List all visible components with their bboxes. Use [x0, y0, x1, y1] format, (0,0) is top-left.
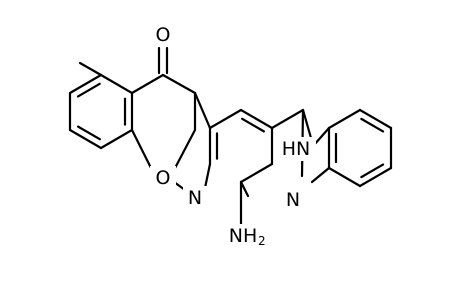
- pyridine-nitrogen-bg: [183, 186, 207, 210]
- bond-pyran-1: [130, 73, 165, 95]
- carbonyl-oxygen-label: O: [156, 24, 171, 46]
- ring-oxygen-label: O: [156, 167, 171, 189]
- bond-benzo-inner-1: [360, 117, 385, 133]
- bond-benzene-6: [68, 73, 103, 95]
- bonds: [68, 46, 393, 226]
- bond-pyran-2: [161, 73, 197, 95]
- bond-pyridine-1: [208, 108, 243, 130]
- bond-benzene-1: [99, 73, 134, 95]
- carbonyl-oxygen-bg: [151, 23, 175, 47]
- bond-benzene-3: [99, 128, 134, 150]
- amino-bg: [223, 224, 271, 250]
- bond-imid-2: [312, 126, 331, 147]
- bond-benzo-4: [358, 166, 393, 188]
- imidazole-nh-bg: [276, 137, 316, 161]
- bond-benzo-2: [358, 108, 393, 130]
- bond-fuse-top: [193, 91, 212, 130]
- bond-pyridine-inner-1: [241, 117, 265, 133]
- bond-benzene-4: [68, 128, 103, 150]
- bond-linker: [270, 108, 305, 130]
- ring-oxygen-bg: [150, 166, 176, 190]
- bond-fuse-n: [203, 162, 212, 190]
- bond-benzene-inner-3: [77, 125, 101, 141]
- amino-subscript: 2: [258, 234, 266, 248]
- bond-pyridine-4: [239, 162, 274, 184]
- bond-benzo-5: [327, 166, 362, 188]
- bond-pyran-5: [130, 128, 154, 172]
- imidazole-n-label: N: [286, 189, 300, 211]
- bond-imid-4: [310, 166, 331, 184]
- bond-imid-1: [301, 108, 313, 140]
- bond-pyran-4: [172, 128, 197, 172]
- imidazole-n-bg: [281, 188, 305, 212]
- bond-benzo-1: [327, 108, 362, 130]
- bond-methyl: [78, 61, 103, 77]
- imidazole-nh-label: HN: [282, 138, 311, 160]
- bond-amino-link: [239, 180, 250, 198]
- bond-pyridine-2: [239, 108, 274, 130]
- amino-label: NH: [229, 225, 258, 247]
- bond-benzene-inner-1: [76, 82, 101, 98]
- bond-benzo-inner-2: [360, 163, 385, 179]
- pyridine-nitrogen-label: N: [188, 187, 202, 209]
